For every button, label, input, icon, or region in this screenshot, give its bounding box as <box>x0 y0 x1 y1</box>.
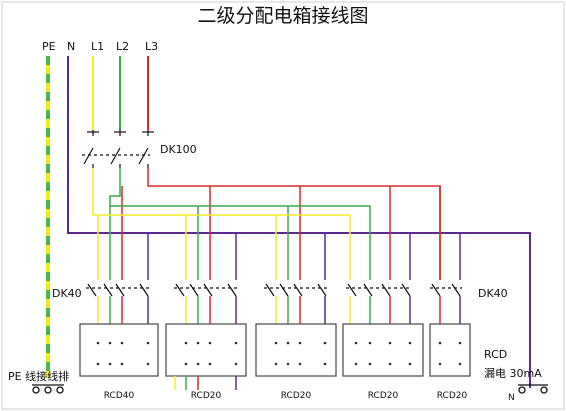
rcd-label-3: RCD20 <box>281 391 312 401</box>
rcd-box-4 <box>342 323 424 377</box>
rcd-box-5 <box>429 323 471 377</box>
rcd-boxes <box>79 323 471 377</box>
rcd-label-4: RCD20 <box>368 391 399 401</box>
branch-breaker-4 <box>346 283 412 297</box>
pe-bar-label: PE 线接线排 <box>8 369 69 383</box>
leakage-current-label: 漏电 30mA <box>484 367 542 380</box>
rcd-label-2: RCD20 <box>191 391 222 401</box>
branch-breaker-group <box>86 283 462 297</box>
rcd-output-wires <box>174 376 237 390</box>
main-breaker-dk100 <box>82 130 154 168</box>
n-terminal-bar <box>518 384 548 394</box>
rcd-label-5: RCD20 <box>437 391 468 401</box>
rcd-terminal-dots <box>96 341 462 366</box>
pe-bus-label: PE <box>42 40 56 53</box>
branch-breaker-2 <box>174 283 238 297</box>
branch-breaker-5 <box>430 283 462 297</box>
branch-breaker-3 <box>264 283 328 297</box>
n-bus-label: N <box>67 40 75 53</box>
main-breaker-label: DK100 <box>160 143 197 156</box>
branch-breaker-1 <box>86 283 150 297</box>
l1-distribution <box>92 168 351 280</box>
l2-bus-label: L2 <box>116 40 129 53</box>
diagram-title: 二级分配电箱接线图 <box>197 5 368 27</box>
branch-breaker-left-label: DK40 <box>52 287 82 300</box>
n-conductor <box>67 56 531 388</box>
pe-terminal-bar <box>32 384 64 394</box>
l3-distribution <box>121 168 441 280</box>
l3-bus-label: L3 <box>145 40 158 53</box>
n-branches <box>147 233 461 280</box>
rcd-box-2 <box>165 323 247 377</box>
rcd-label-1: RCD40 <box>104 391 135 401</box>
rcd-box-3 <box>255 323 337 377</box>
rcd-box-1 <box>79 323 159 377</box>
l1-bus-label: L1 <box>91 40 104 53</box>
l2-distribution <box>109 168 371 280</box>
n-terminal-label: N <box>508 393 515 403</box>
leakage-rcd-label: RCD <box>484 348 507 361</box>
branch-breaker-right-label: DK40 <box>478 287 508 300</box>
